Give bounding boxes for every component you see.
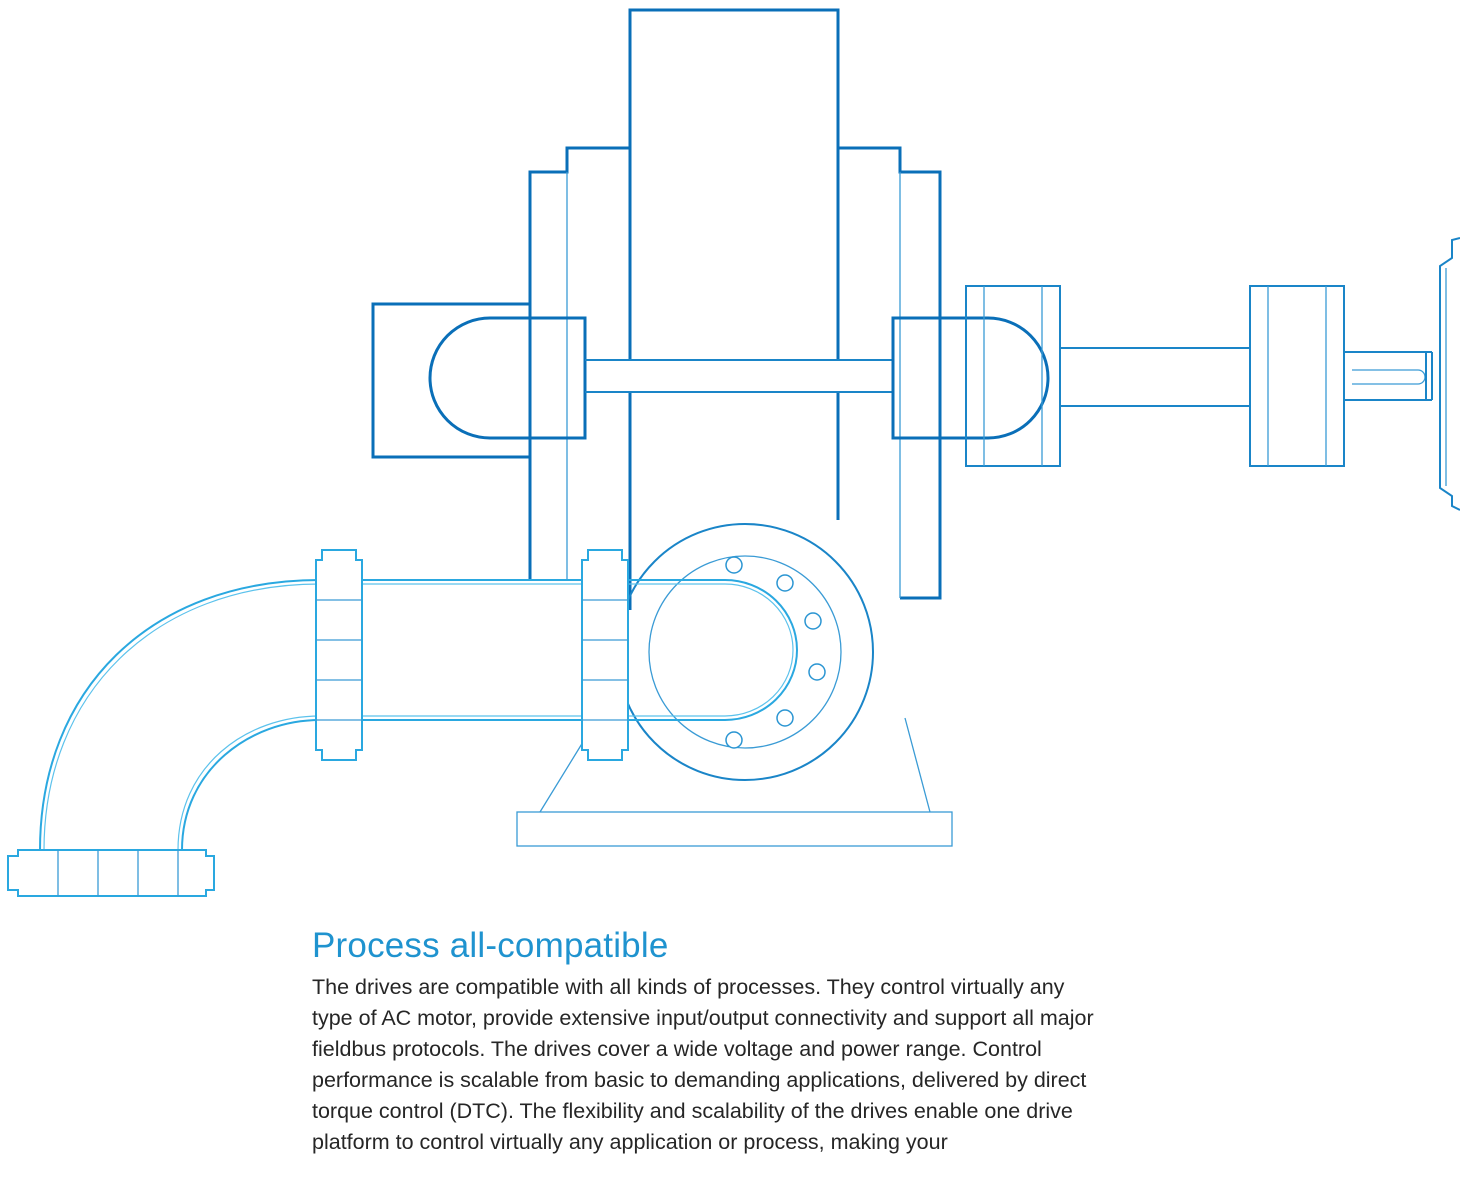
pump-casing: [516, 523, 953, 847]
flange-center: [581, 549, 629, 761]
elbow-pipe: [37, 579, 321, 1195]
shaft-assembly: [965, 237, 1460, 511]
horizontal-pipe: [358, 579, 588, 721]
flange-bottom: [7, 849, 215, 897]
section-body: The drives are compatible with all kinds…: [312, 975, 1094, 1154]
section-heading: Process all-compatible: [312, 926, 669, 965]
motor-housing: [371, 8, 1050, 610]
flange-left: [315, 549, 363, 761]
text-block: Process all-compatible The drives are co…: [312, 924, 1102, 1157]
